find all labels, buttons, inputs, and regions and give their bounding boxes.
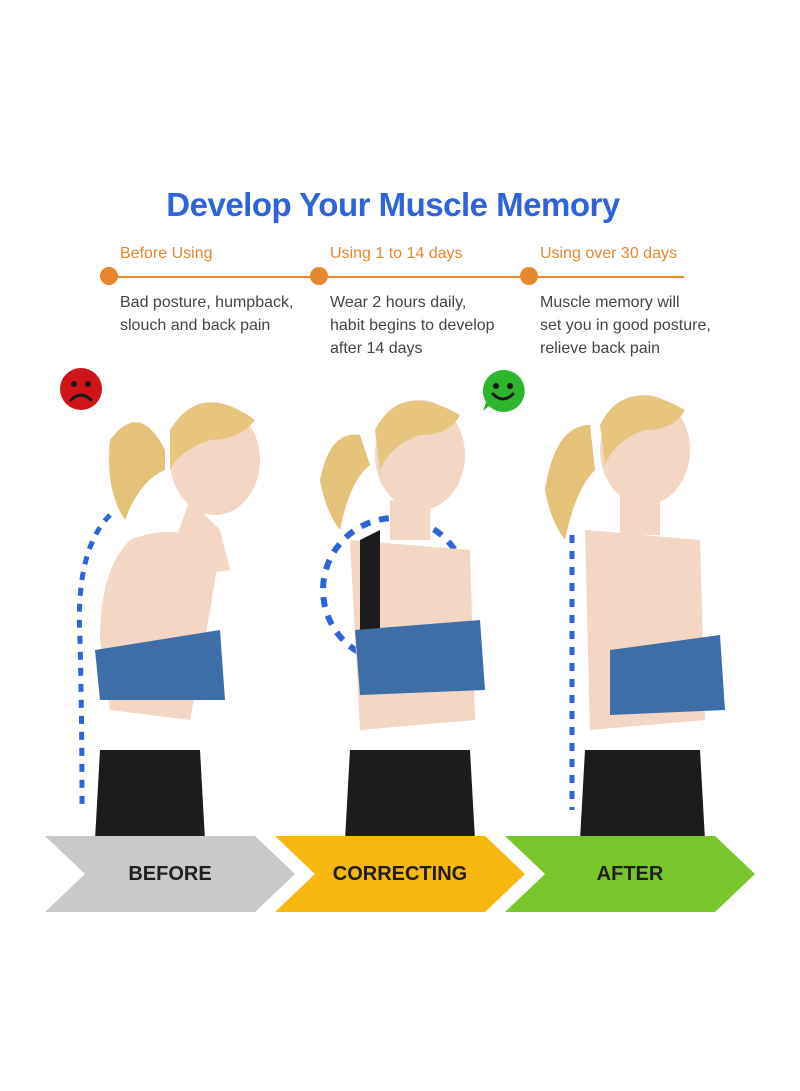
- arrow-shape: [505, 836, 755, 912]
- stage-description-correcting: Wear 2 hours daily, habit begins to deve…: [330, 291, 495, 360]
- page-title: Develop Your Muscle Memory: [166, 186, 620, 223]
- stage-description-after: Muscle memory will set you in good postu…: [540, 291, 711, 360]
- timeline-dot-correcting: [310, 267, 328, 285]
- stage-label-correcting: Using 1 to 14 days: [330, 245, 463, 262]
- stage-arrow-after: AFTER: [505, 836, 755, 912]
- description-line: slouch and back pain: [120, 317, 271, 334]
- stage-description-before: Bad posture, humpback, slouch and back p…: [120, 291, 293, 337]
- happy-face-icon: [482, 369, 525, 412]
- description-line: after 14 days: [330, 340, 423, 357]
- arrow-label: CORRECTING: [332, 862, 468, 885]
- timeline-line: [100, 276, 684, 278]
- description-line: set you in good posture,: [540, 317, 711, 334]
- description-line: Wear 2 hours daily,: [330, 294, 467, 311]
- figure-correcting: [320, 400, 485, 840]
- figure-after-upright: [545, 395, 725, 840]
- description-line: habit begins to develop: [330, 317, 495, 334]
- arrow-shape: [275, 836, 525, 912]
- arrow-label: BEFORE: [128, 862, 212, 885]
- stage-label-after: Using over 30 days: [540, 245, 677, 262]
- timeline-dot-after: [520, 267, 538, 285]
- description-line: Muscle memory will: [540, 294, 680, 311]
- timeline-dot-before: [100, 267, 118, 285]
- stage-arrow-before: BEFORE: [45, 836, 295, 912]
- description-line: Bad posture, humpback,: [120, 294, 294, 311]
- sad-face-icon: [60, 368, 102, 410]
- arrow-shape: [45, 836, 295, 912]
- figure-before-slouched: [76, 402, 260, 840]
- stage-label-before: Before Using: [120, 245, 213, 262]
- arrow-label: AFTER: [596, 862, 664, 885]
- stage-arrow-correcting: CORRECTING: [275, 836, 525, 912]
- description-line: relieve back pain: [540, 340, 661, 357]
